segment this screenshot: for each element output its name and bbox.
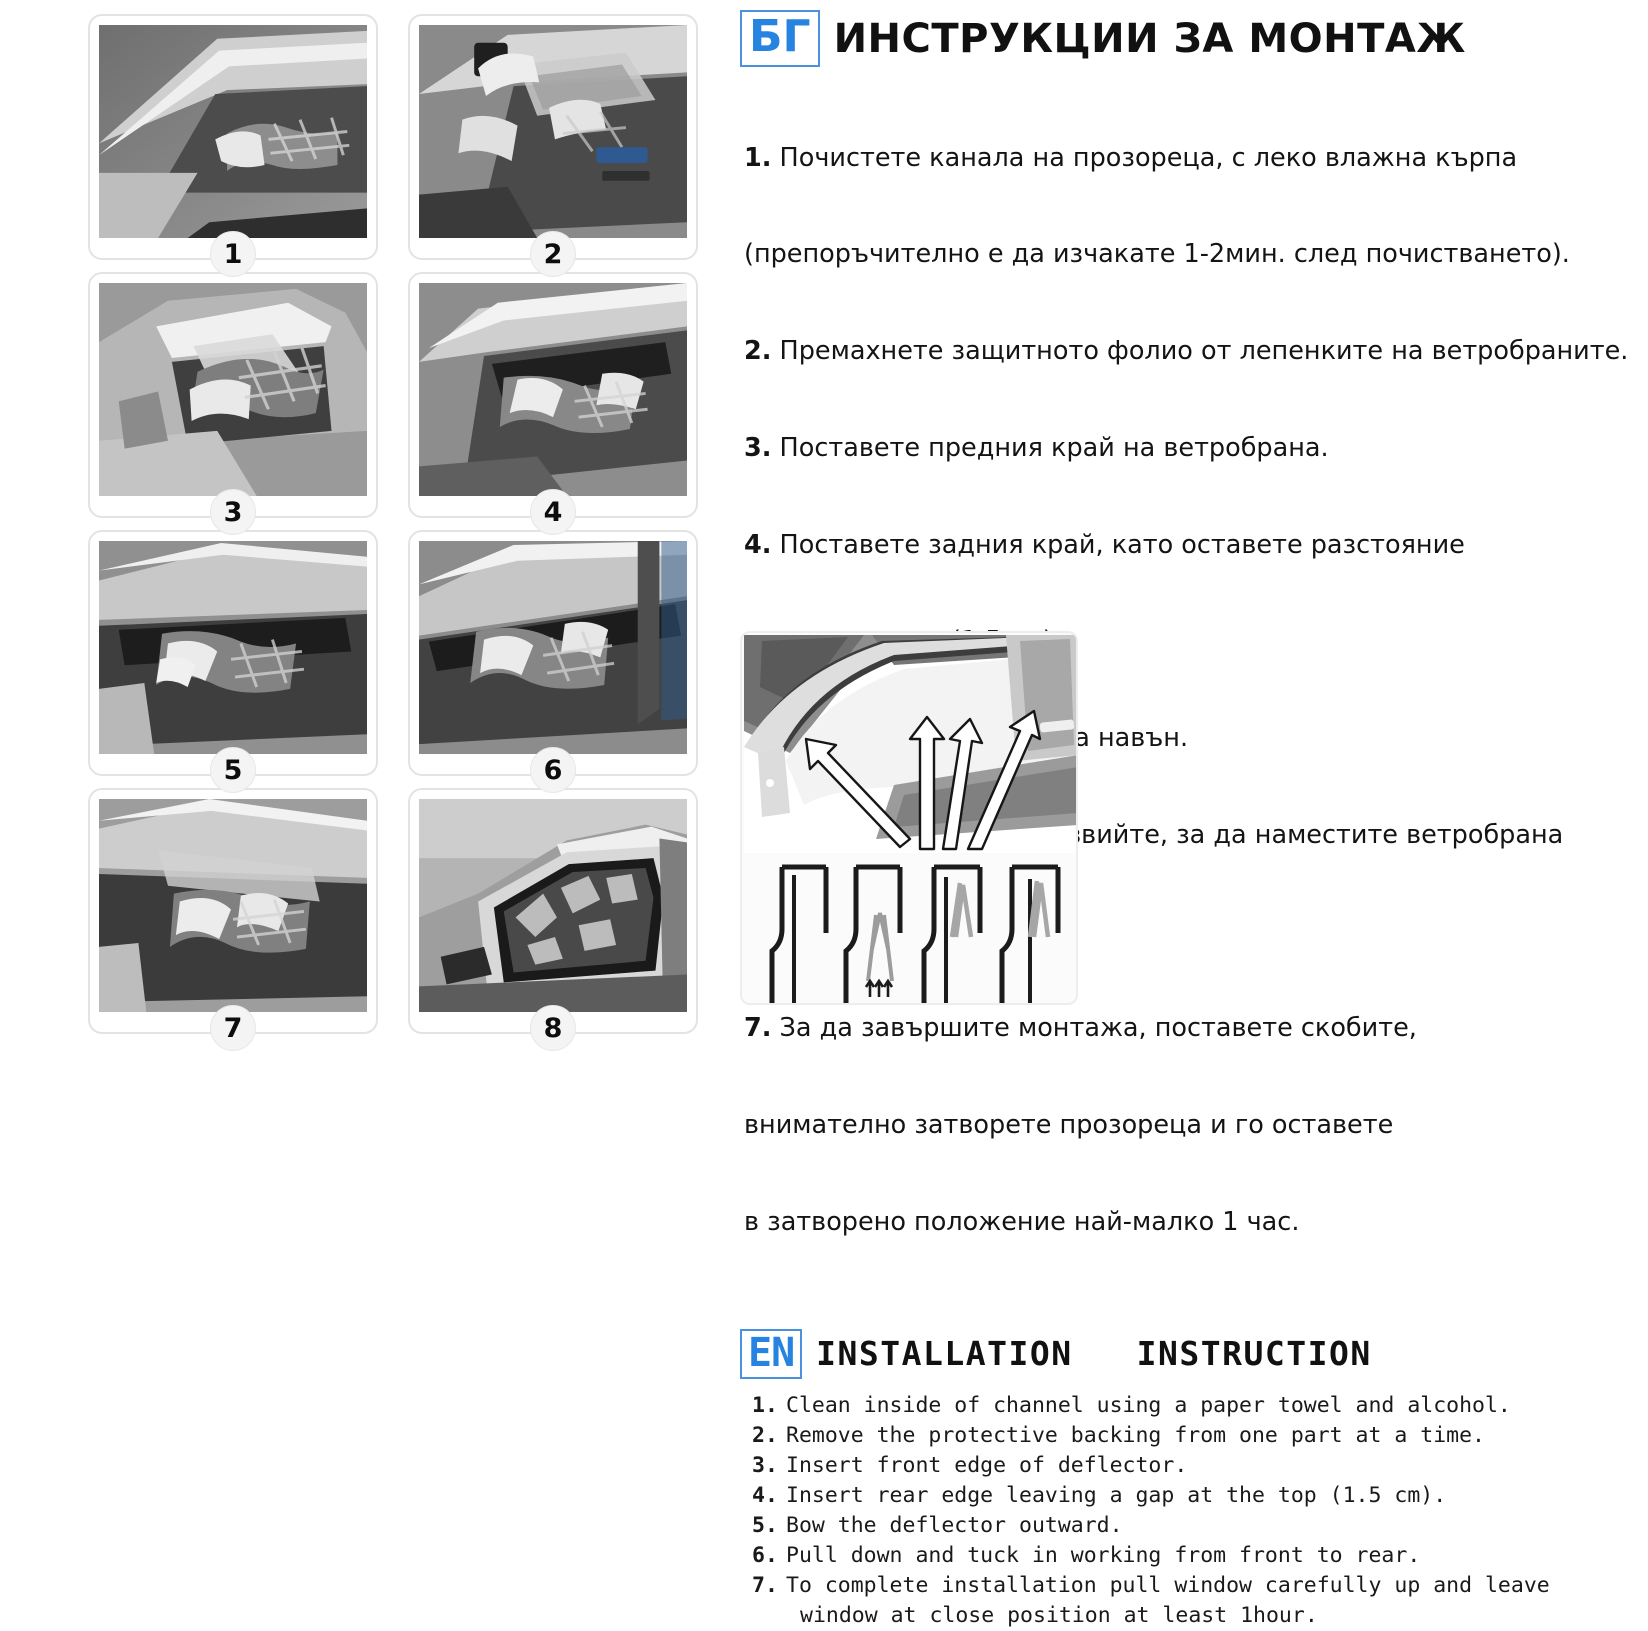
photo-step-image (99, 799, 367, 1012)
step-number-badge: 1 (210, 231, 256, 277)
bg-list-line: 2. Премахнете защитното фолио от лепенки… (744, 335, 1620, 367)
en-item-text: Insert front edge of deflector. (786, 1451, 1187, 1481)
en-item-number: 3. (752, 1451, 786, 1481)
en-item-text: Pull down and tuck in working from front… (786, 1541, 1420, 1571)
photo-step-image (419, 799, 687, 1012)
en-language-header: EN INSTALLATION INSTRUCTION (740, 1329, 1620, 1379)
bg-line-number: 2. (744, 336, 771, 366)
step-number-badge: 3 (210, 489, 256, 535)
en-list-item: 5. Bow the deflector outward. (752, 1511, 1620, 1541)
deflector-arrow-photo (744, 635, 1078, 853)
clip-insert-arrows (866, 981, 892, 997)
bg-line-text: в затворено положение най-малко 1 час. (744, 1207, 1299, 1237)
step-number-badge: 4 (530, 489, 576, 535)
photo-step-card: 6 (408, 530, 698, 776)
photo-step-image (99, 25, 367, 238)
en-item-number: 7. (752, 1571, 786, 1601)
bg-line-text: внимателно затворете прозореца и го оста… (744, 1110, 1393, 1140)
photo-step-card: 2 (408, 14, 698, 260)
bg-language-header: БГ ИНСТРУКЦИИ ЗА МОНТАЖ (740, 10, 1620, 67)
en-item-number: 2. (752, 1421, 786, 1451)
step-number-badge: 7 (210, 1005, 256, 1051)
photo-step-card: 1 (88, 14, 378, 260)
bg-list-line: 7. За да завършите монтажа, поставете ск… (744, 1012, 1620, 1044)
photo-step-image (419, 283, 687, 496)
photo-step-card: 5 (88, 530, 378, 776)
bg-list-line: внимателно затворете прозореца и го оста… (744, 1109, 1620, 1141)
bg-line-text: Поставете задния край, като оставете раз… (771, 530, 1464, 560)
en-item-text: Clean inside of channel using a paper to… (786, 1391, 1511, 1421)
photo-step-card: 3 (88, 272, 378, 518)
bg-heading: ИНСТРУКЦИИ ЗА МОНТАЖ (834, 16, 1466, 62)
bg-list-line: в затворено положение най-малко 1 час. (744, 1206, 1620, 1238)
bg-line-text: За да завършите монтажа, поставете скоби… (771, 1013, 1416, 1043)
en-list-item: 2. Remove the protective backing from on… (752, 1421, 1620, 1451)
en-language-chip: EN (740, 1329, 802, 1379)
en-item-number: 4. (752, 1481, 786, 1511)
bg-line-text: Почистете канала на прозореца, с леко вл… (771, 143, 1517, 173)
en-item-continuation: window at close position at least 1hour. (800, 1601, 1620, 1631)
photo-step-image (419, 25, 687, 238)
en-item-number: 6. (752, 1541, 786, 1571)
bg-line-number: 3. (744, 433, 771, 463)
en-list-item: 7. To complete installation pull window … (752, 1571, 1620, 1601)
step-number-badge: 6 (530, 747, 576, 793)
en-heading: INSTALLATION INSTRUCTION (816, 1334, 1372, 1373)
bg-line-text: Поставете предния край на ветробрана. (771, 433, 1328, 463)
photo-step-grid: 1 2 (88, 14, 698, 1036)
bg-list-line: 4. Поставете задния край, като оставете … (744, 529, 1620, 561)
bg-line-text: Премахнете защитното фолио от лепенките … (771, 336, 1628, 366)
en-list-item: 1. Clean inside of channel using a paper… (752, 1391, 1620, 1421)
clip-diagram-card (740, 631, 1078, 1005)
en-item-text: Bow the deflector outward. (786, 1511, 1123, 1541)
en-item-text: To complete installation pull window car… (786, 1571, 1550, 1601)
en-item-number: 1. (752, 1391, 786, 1421)
bg-line-text: (препоръчително е да изчакате 1-2мин. сл… (744, 239, 1570, 269)
bg-list-line: (препоръчително е да изчакате 1-2мин. сл… (744, 238, 1620, 270)
bg-list-line: 1. Почистете канала на прозореца, с леко… (744, 142, 1620, 174)
en-item-text: Insert rear edge leaving a gap at the to… (786, 1481, 1446, 1511)
en-list-item: 6. Pull down and tuck in working from fr… (752, 1541, 1620, 1571)
en-list-item: 4. Insert rear edge leaving a gap at the… (752, 1481, 1620, 1511)
photo-step-card: 8 (408, 788, 698, 1034)
photo-step-card: 4 (408, 272, 698, 518)
step-number-badge: 8 (530, 1005, 576, 1051)
photo-step-image (99, 283, 367, 496)
en-instruction-list: 1. Clean inside of channel using a paper… (752, 1391, 1620, 1631)
step-number-badge: 2 (530, 231, 576, 277)
clip-cross-section-row (742, 853, 1076, 1003)
photo-step-image (419, 541, 687, 754)
bg-list-line: 3. Поставете предния край на ветробрана. (744, 432, 1620, 464)
bg-line-number: 4. (744, 530, 771, 560)
en-list-item: 3. Insert front edge of deflector. (752, 1451, 1620, 1481)
step-number-badge: 5 (210, 747, 256, 793)
photo-step-image (99, 541, 367, 754)
en-item-number: 5. (752, 1511, 786, 1541)
photo-step-card: 7 (88, 788, 378, 1034)
bg-language-chip: БГ (740, 10, 820, 67)
bg-line-number: 7. (744, 1013, 771, 1043)
en-item-text: Remove the protective backing from one p… (786, 1421, 1485, 1451)
bg-line-number: 1. (744, 143, 771, 173)
